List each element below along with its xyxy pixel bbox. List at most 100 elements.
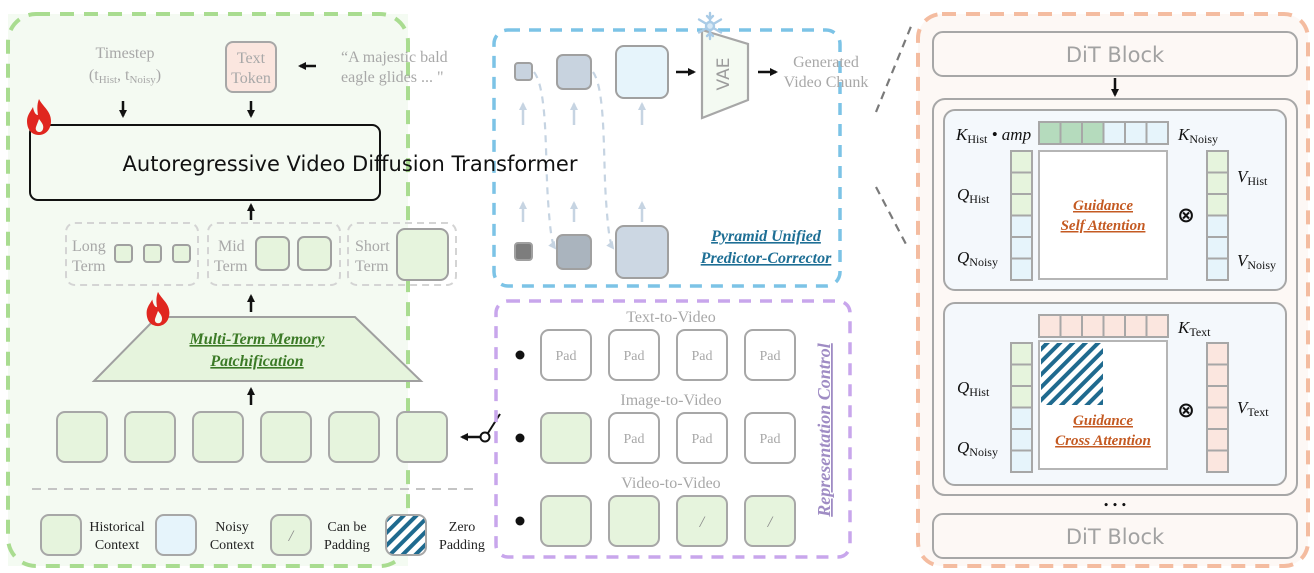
mode-select-dot[interactable] <box>515 433 525 443</box>
legend-label-line2: Padding <box>439 538 485 553</box>
legend-label-line2: Padding <box>324 538 370 553</box>
prompt-line1: “A majestic bald <box>341 49 448 66</box>
q-hist-label: QHist <box>957 185 990 206</box>
cross-attention-value-cells <box>1206 342 1229 473</box>
pad-label: Pad <box>692 432 713 447</box>
pyramid-title-line1: Pyramid Unified <box>710 228 822 245</box>
token-cell <box>1010 363 1033 387</box>
dit-ellipsis: • • • <box>1103 501 1127 511</box>
token-cell <box>1145 314 1169 338</box>
history-frame <box>328 411 380 463</box>
token-cell <box>1010 236 1033 260</box>
pad-label: Pad <box>624 432 645 447</box>
pyramid-bottom-large <box>615 225 669 279</box>
vae-label: VAE <box>714 58 734 91</box>
token-cell <box>1102 314 1126 338</box>
history-frames-row <box>56 411 448 463</box>
token-cell <box>1206 428 1229 452</box>
can-pad-glyph: / <box>699 514 706 531</box>
mode-label: Video-to-Video <box>621 475 720 492</box>
token-cell <box>1124 314 1148 338</box>
memory-groups: Long Term Mid Term Short Term <box>65 203 457 286</box>
short-term-line2: Term <box>355 258 389 275</box>
mode-switch[interactable] <box>460 413 501 443</box>
self-attention-multiply-icon: ⊗ <box>1177 203 1195 227</box>
token-cell <box>1124 121 1148 145</box>
k-text-label: KText <box>1177 318 1211 339</box>
memory-group-mid-term: Mid Term <box>207 222 341 286</box>
token-cell <box>1010 214 1033 238</box>
token-cell <box>1206 385 1229 409</box>
mode-cell: Pad <box>608 412 660 464</box>
mode-label: Image-to-Video <box>620 392 721 409</box>
self-attention-value-cells <box>1206 150 1229 281</box>
can-pad-glyph: / <box>767 514 774 531</box>
token-cell <box>1038 314 1062 338</box>
self-attention-matrix <box>1038 150 1168 280</box>
token-cell <box>1010 150 1033 174</box>
token-cell <box>1145 121 1169 145</box>
mode-select-dot[interactable] <box>515 350 525 360</box>
cross-q-noisy-label: QNoisy <box>957 438 998 459</box>
history-frame <box>192 411 244 463</box>
token-cell <box>1206 449 1229 473</box>
pyramid-predictor-corrector: Pyramid Unified Predictor-Corrector <box>492 28 842 288</box>
legend-swatch-noisy <box>155 514 197 556</box>
token-cell <box>1206 406 1229 430</box>
self-attention-title-line1: Guidance <box>1073 198 1133 214</box>
guidance-self-attention[interactable]: Guidance Self Attention ⊗ KHist • amp KN… <box>943 109 1287 291</box>
zoom-line-top <box>874 23 914 113</box>
dit-block-bottom[interactable]: DiT Block <box>932 513 1298 559</box>
token-cell <box>1102 121 1126 145</box>
legend-label-line2: Context <box>95 538 139 553</box>
token-cell <box>1059 121 1083 145</box>
legend-swatch-zeropad <box>385 514 427 556</box>
transformer-block: Autoregressive Video Diffusion Transform… <box>27 99 578 201</box>
mode-cell <box>608 495 660 547</box>
token-cell <box>1010 342 1033 366</box>
main-panel-border <box>6 12 410 568</box>
dit-block-top[interactable]: DiT Block <box>932 31 1298 77</box>
mid-term-line2: Term <box>214 258 248 275</box>
legend-label-line1: Historical <box>89 520 144 535</box>
v-noisy-label: VNoisy <box>1237 251 1276 272</box>
token-cell <box>1206 193 1229 217</box>
token-cell <box>1206 363 1229 387</box>
transformer-box[interactable] <box>29 124 381 201</box>
mode-cell: Pad <box>608 329 660 381</box>
patchification-block: Multi-Term Memory Patchification <box>91 291 424 405</box>
token-cell <box>1206 342 1229 366</box>
token-cell <box>1010 257 1033 281</box>
self-attention-title-line2: Self Attention <box>1061 218 1146 234</box>
mode-cell: / <box>744 495 796 547</box>
pad-label: Pad <box>556 349 577 364</box>
mode-cell: Pad <box>676 412 728 464</box>
text-token-line2: Token <box>231 70 271 87</box>
legend-label-line1: Can be <box>327 520 366 535</box>
v-text-label: VText <box>1237 398 1269 419</box>
history-frame <box>124 411 176 463</box>
token-cell <box>1206 236 1229 260</box>
patchify-trapezoid[interactable] <box>91 316 424 382</box>
token-cell <box>1010 428 1033 452</box>
pad-label: Pad <box>692 349 713 364</box>
mode-cell: Pad <box>540 329 592 381</box>
long-term-line2: Term <box>72 258 106 275</box>
token-cell <box>1206 150 1229 174</box>
q-noisy-label: QNoisy <box>957 248 998 269</box>
can-pad-glyph: / <box>288 528 295 545</box>
token-cell <box>1010 385 1033 409</box>
patchify-title-line2: Patchification <box>209 353 303 370</box>
mode-cell <box>540 495 592 547</box>
guidance-cross-attention[interactable]: Guidance Cross Attention ⊗ KText QHist Q… <box>943 302 1287 486</box>
cross-attention-zero-padding <box>1041 343 1103 405</box>
legend-label-line1: Zero <box>449 520 475 535</box>
zoom-line-bottom <box>875 186 909 249</box>
mid-term-line1: Mid <box>218 238 245 255</box>
token-cell <box>1206 257 1229 281</box>
mode-select-dot[interactable] <box>515 516 525 526</box>
